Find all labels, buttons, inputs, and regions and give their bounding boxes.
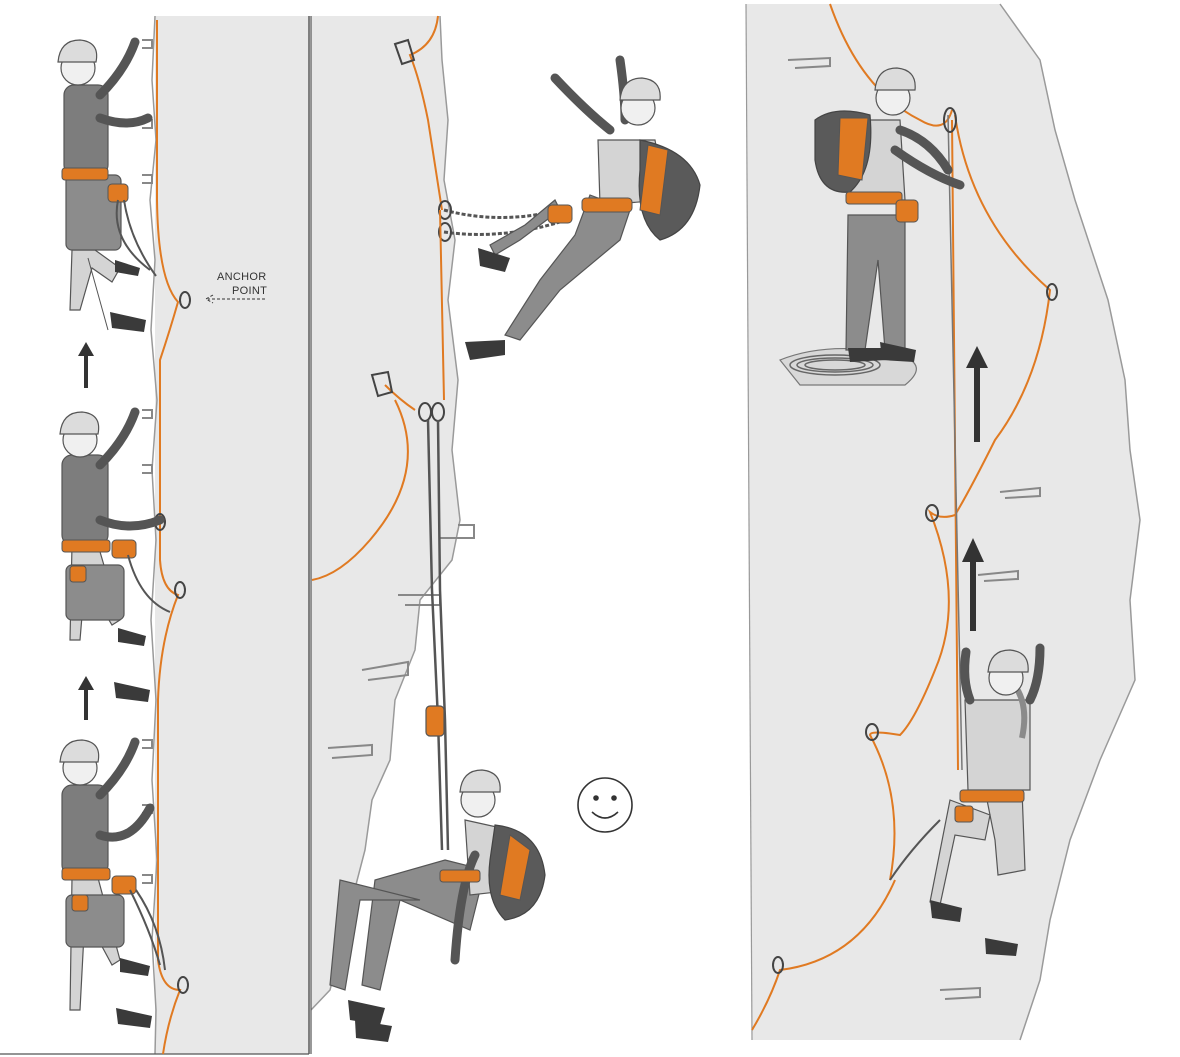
panel-right-wall-edge (999, 3, 1141, 1041)
panel-left-wall (155, 16, 308, 1054)
climber-figure (59, 737, 166, 1028)
panel-right (745, 3, 1141, 1041)
up-arrow-icon (966, 346, 988, 442)
rope-coil-icon (789, 354, 881, 376)
climber-figure (465, 55, 701, 360)
panel-left-rungs (142, 39, 153, 884)
panel-right-belay-line (947, 114, 963, 771)
up-arrow-icon (962, 538, 984, 631)
panel-right-wall (746, 4, 1140, 1040)
panel-middle-rope-upper (408, 15, 443, 211)
climber-figure (329, 769, 546, 1042)
energy-absorber-pouch (425, 705, 445, 737)
panel-middle-absorber-lanyard (426, 419, 450, 851)
anchor-point-label-line2: POINT (232, 285, 267, 297)
climber-figure (59, 407, 171, 702)
panel-middle (310, 15, 701, 1054)
carabiner-icon (393, 38, 416, 66)
climber-figure (57, 37, 157, 332)
smiley-face-icon (577, 777, 633, 833)
panel-left-wall-edge (149, 15, 158, 1055)
panel-left: ANCHOR POINT (0, 15, 310, 1055)
anchor-point-label-line1: ANCHOR (217, 271, 266, 283)
panel-right-rope-lower (751, 879, 896, 1031)
panel-right-left-edge (745, 3, 753, 1041)
carabiner-icon (772, 107, 1058, 974)
panel-middle-wall (311, 16, 460, 1010)
up-arrow-icon (78, 676, 94, 720)
carabiner-icon (370, 370, 394, 398)
up-arrow-icon (78, 342, 94, 388)
panel-middle-rungs (327, 524, 475, 759)
climber-figure (889, 643, 1045, 956)
climber-figure (814, 67, 965, 362)
carabiner-icon (438, 200, 452, 242)
panel-middle-rope-lower (311, 209, 445, 581)
carabiner-icon (154, 291, 191, 994)
anchor-point-pointer (204, 294, 265, 304)
panel-right-rungs (787, 56, 1041, 1000)
